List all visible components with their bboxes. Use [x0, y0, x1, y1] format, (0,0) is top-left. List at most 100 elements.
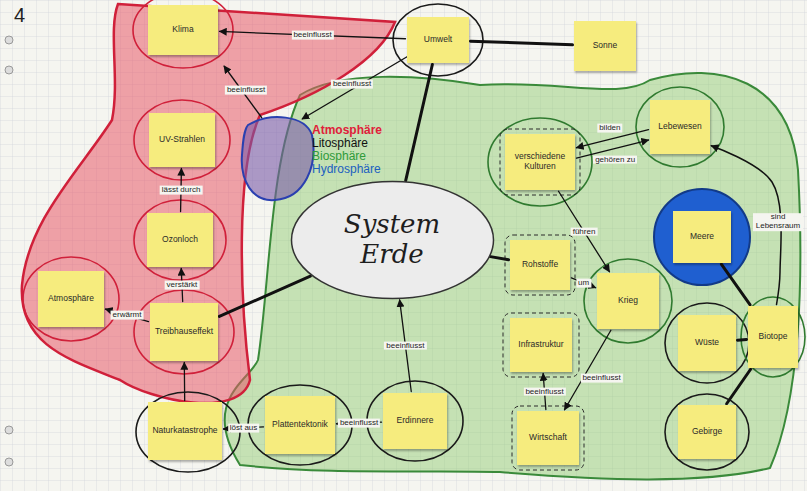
group-outline: [584, 259, 672, 343]
sticky-note: Plattentektonik: [265, 396, 335, 454]
sticky-note: Wirtschaft: [517, 411, 579, 465]
sticky-note: Ozonloch: [147, 213, 213, 267]
connector: [721, 264, 750, 305]
sticky-note: Erdinnere: [383, 393, 447, 449]
group-outline: [665, 394, 749, 470]
group-outline: [488, 118, 592, 206]
node-text: Plattentektonik: [272, 420, 328, 430]
line-label: beeinflusst: [331, 80, 373, 89]
influence-line: [302, 55, 410, 119]
edge-label: führen: [571, 227, 598, 236]
sticky-note: verschiedene Kulturen: [505, 134, 575, 190]
punch-hole: [5, 426, 13, 434]
edge-label: lässt durch: [160, 186, 203, 195]
legend-row: Biosphäre: [312, 150, 382, 163]
ellipse-shape: [291, 182, 493, 299]
dashed-frame: [512, 406, 584, 470]
overlap-region: [242, 117, 314, 200]
node-text: Ozonloch: [162, 235, 198, 245]
group-outline: [134, 200, 226, 280]
edge-label: beeinflusst: [338, 419, 380, 428]
sticky-note: Infrastruktur: [510, 318, 572, 372]
legend-text: Litosphäre: [312, 136, 368, 150]
dashed-frame: [503, 313, 579, 377]
legend-color: Atmosphäre: [312, 123, 382, 137]
node-text: Wirtschaft: [529, 433, 567, 443]
node-text: Rohstoffe: [522, 260, 558, 270]
sticky-note: Klima: [148, 5, 218, 55]
sticky-note: Umwelt: [407, 17, 469, 63]
edge-label: verstärkt: [165, 281, 200, 290]
connector: [470, 41, 572, 45]
node-text: Biotope: [759, 332, 788, 342]
dashed-frame: [500, 129, 580, 195]
punch-hole: [5, 458, 13, 466]
line-label: beeinflusst: [225, 86, 267, 95]
edge-label: gehören zu: [593, 155, 637, 164]
sticky-note: Lebewesen: [650, 100, 710, 154]
node-text: Sonne: [593, 41, 618, 51]
page-number: 4: [14, 4, 25, 27]
connector: [406, 64, 433, 180]
connector: [184, 363, 186, 401]
node-text: Umwelt: [424, 35, 452, 45]
edge-label: um: [576, 278, 591, 287]
node-text: System Erde: [310, 210, 475, 270]
center-ellipse: System Erde: [290, 180, 495, 300]
edge-label: beeinflusst: [291, 31, 333, 40]
legend-row: Hydrosphäre: [312, 163, 382, 176]
sticky-note: Biotope: [748, 306, 798, 368]
sticky-note: Wüste: [678, 315, 736, 371]
sticky-note: Treibhauseffekt: [150, 303, 218, 361]
hydrosphere-circle: [654, 189, 750, 285]
node-text: Lebewesen: [658, 122, 701, 132]
sticky-note: Krieg: [597, 273, 659, 329]
legend-row: Atmosphäre: [312, 124, 382, 137]
node-text: Atmosphäre: [48, 294, 94, 304]
sticky-note: Rohstoffe: [510, 240, 570, 290]
legend-text: Hydrosphäre: [312, 162, 381, 176]
edge-label: bilden: [597, 124, 622, 133]
edge-label: beeinflusst: [384, 341, 426, 350]
edge-label: löst aus: [228, 424, 260, 433]
node-text: Treibhauseffekt: [155, 327, 213, 337]
legend-row: Litosphäre: [312, 137, 382, 150]
node-text: Gebirge: [692, 427, 722, 437]
sticky-note: Sonne: [574, 21, 636, 71]
legend-text: Atmosphäre: [312, 123, 382, 137]
group-outline: [23, 257, 119, 341]
legend-text: Biosphäre: [312, 149, 366, 163]
legend-color: Biosphäre: [312, 149, 366, 163]
legend-color: Litosphäre: [312, 136, 368, 150]
group-outline: [134, 100, 230, 180]
node-text: Klima: [172, 25, 193, 35]
connector: [571, 278, 595, 288]
group-outline: [134, 290, 234, 374]
connector: [219, 31, 405, 38]
connector: [727, 369, 751, 404]
sticky-note: Naturkatastrophe: [148, 402, 222, 460]
node-text: Infrastruktur: [518, 340, 563, 350]
node-text: Wüste: [695, 338, 719, 348]
group-outline: [133, 0, 233, 68]
legend-color: Hydrosphäre: [312, 162, 381, 176]
group-outline: [741, 297, 805, 377]
node-text: Krieg: [618, 296, 638, 306]
connector: [105, 309, 148, 322]
sticky-note: UV-Strahlen: [149, 113, 215, 167]
group-outline: [636, 87, 724, 167]
legend: AtmosphäreLitosphäreBiosphäreHydrosphäre: [312, 124, 382, 176]
group-outline: [367, 381, 463, 461]
group-outline: [136, 392, 240, 472]
connector: [737, 338, 746, 342]
group-outline: [248, 385, 352, 465]
node-text: Meere: [690, 232, 714, 242]
edge-label: sind Lebensraum: [753, 213, 803, 231]
punch-hole: [5, 66, 13, 74]
sticky-note: Gebirge: [678, 405, 736, 459]
node-text: Naturkatastrophe: [152, 426, 217, 436]
node-text: Erdinnere: [397, 416, 434, 426]
group-outline: [393, 4, 483, 76]
